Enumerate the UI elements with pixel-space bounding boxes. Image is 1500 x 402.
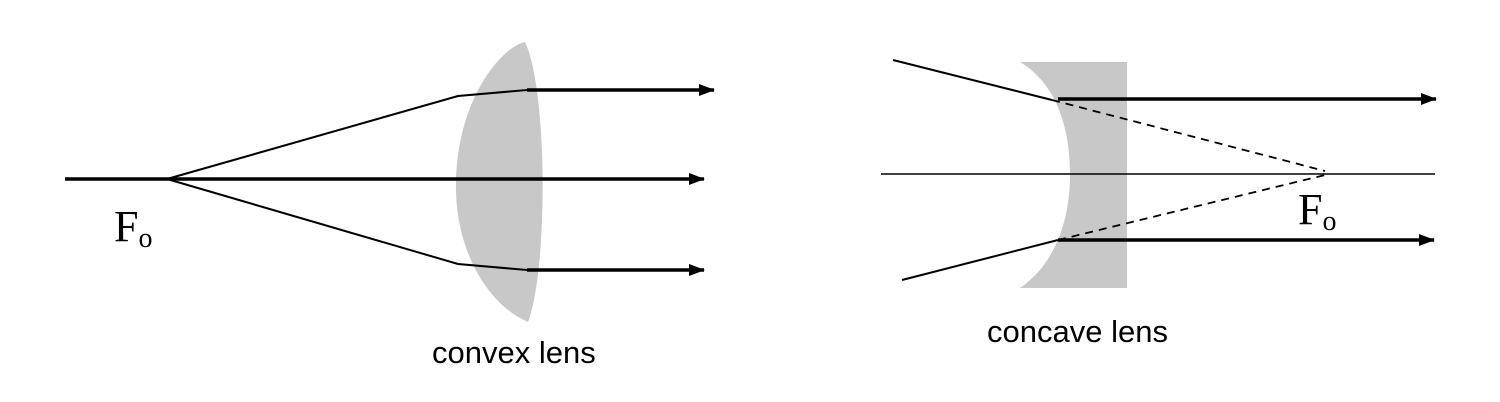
concave-caption: concave lens bbox=[987, 314, 1168, 349]
convex-lens-diagram: Fo convex lens bbox=[65, 42, 715, 370]
concave-focal-label-sub: o bbox=[1322, 206, 1336, 237]
convex-focal-label-main: F bbox=[114, 202, 138, 251]
convex-focal-label: Fo bbox=[114, 202, 152, 254]
concave-focal-label-main: F bbox=[1298, 185, 1322, 234]
convex-upper-incident-ray bbox=[166, 89, 528, 180]
concave-focal-label: Fo bbox=[1298, 185, 1336, 237]
convex-focal-label-sub: o bbox=[138, 223, 152, 254]
convex-lens-shape bbox=[455, 42, 543, 322]
concave-upper-dashed-extension bbox=[1051, 99, 1326, 172]
convex-caption: convex lens bbox=[432, 335, 596, 370]
concave-upper-incident-ray bbox=[892, 59, 1053, 101]
concave-lower-dashed-extension bbox=[1057, 174, 1326, 241]
concave-lower-incident-ray bbox=[901, 239, 1059, 281]
convex-lower-incident-ray bbox=[166, 178, 528, 271]
concave-lens-shape bbox=[1020, 62, 1127, 288]
concave-lens-diagram: Fo concave lens bbox=[881, 59, 1437, 349]
